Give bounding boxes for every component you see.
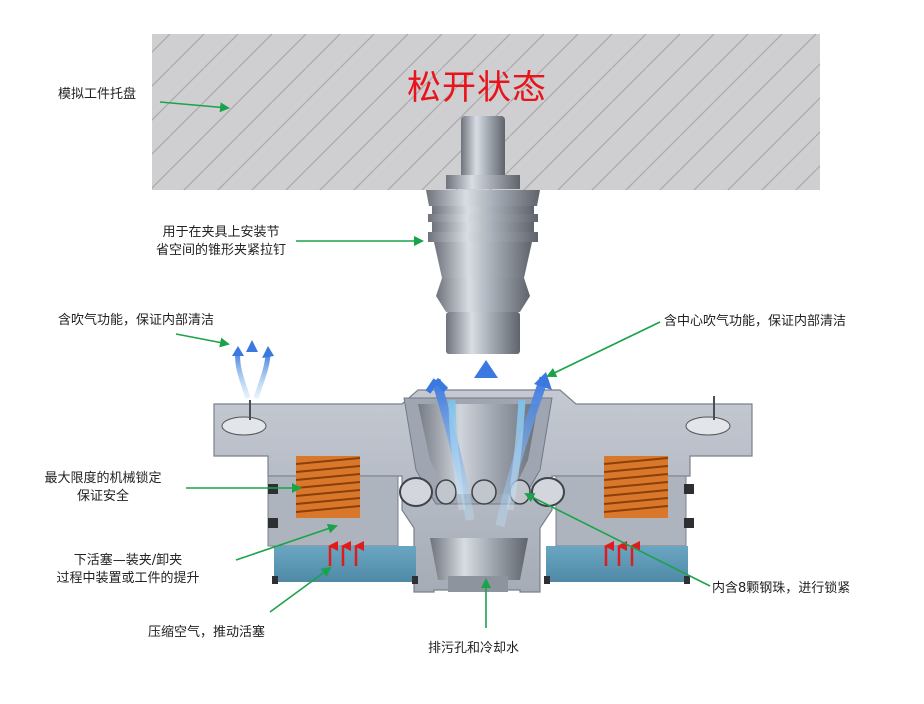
side-air-blow [232, 340, 274, 399]
pull-stud [426, 116, 540, 354]
label-center-air-blow: 含中心吹气功能，保证内部清洁 [664, 314, 847, 329]
label-steel-balls: 内含8颗钢珠，进行锁紧 [712, 581, 851, 596]
label-piston: 下活塞—装夹/卸夹 过程中装置或工件的提升 [20, 552, 236, 588]
label-mech-lock-line2: 保证安全 [76, 489, 129, 504]
label-workpiece-pallet: 模拟工件托盘 [58, 87, 137, 102]
label-drain: 排污孔和冷却水 [428, 641, 520, 656]
label-pull-stud-line2: 省空间的锥形夹紧拉钉 [155, 243, 286, 258]
label-mech-lock: 最大限度的机械锁定 保证安全 [24, 470, 182, 506]
spring-right [603, 456, 669, 518]
label-piston-line1: 下活塞—装夹/卸夹 [73, 553, 183, 568]
state-title: 松开状态 [407, 68, 547, 108]
leader-lines [159, 101, 711, 628]
label-pull-stud-line1: 用于在夹具上安装节 [162, 225, 280, 240]
label-air-blow: 含吹气功能，保证内部清洁 [58, 313, 215, 328]
label-pull-stud: 用于在夹具上安装节 省空间的锥形夹紧拉钉 [146, 224, 296, 260]
label-compressed-air: 压缩空气，推动活塞 [148, 625, 266, 640]
air-chamber-left [274, 546, 416, 582]
spring-left [295, 456, 361, 518]
label-piston-line2: 过程中装置或工件的提升 [56, 571, 200, 586]
center-air-flow [425, 360, 552, 530]
label-mech-lock-line1: 最大限度的机械锁定 [44, 471, 162, 486]
workpiece-pallet [152, 34, 820, 190]
pressure-arrows [328, 541, 640, 566]
